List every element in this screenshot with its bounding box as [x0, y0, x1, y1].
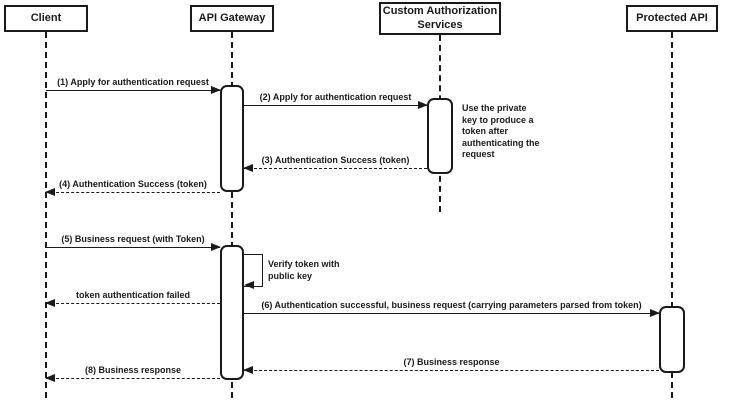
activation-custom-authorization-services — [427, 98, 453, 174]
message-3-line — [244, 168, 427, 169]
participant-protected-api: Protected API — [626, 5, 718, 32]
activation-api-gateway-auth — [220, 85, 244, 192]
message-2-line — [244, 105, 427, 106]
note-private-key-token: Use the private key to produce a token a… — [462, 103, 540, 159]
arrowhead-left-icon — [244, 281, 254, 289]
arrowhead-left-icon — [243, 366, 253, 374]
participant-client: Client — [4, 5, 88, 32]
message-8-line — [46, 378, 220, 379]
arrowhead-left-icon — [45, 374, 55, 382]
arrowhead-right-icon — [211, 86, 221, 94]
message-5-line — [46, 247, 220, 248]
arrowhead-left-icon — [45, 188, 55, 196]
arrowhead-right-icon — [650, 309, 660, 317]
participant-api-gateway: API Gateway — [190, 5, 274, 32]
message-3-label: (3) Authentication Success (token) — [261, 155, 410, 165]
lifeline-protected-api — [671, 32, 673, 398]
message-7-label: (7) Business response — [403, 357, 500, 367]
lifeline-client — [45, 32, 47, 398]
arrowhead-left-icon — [243, 164, 253, 172]
arrowhead-right-icon — [418, 101, 428, 109]
activation-protected-api — [659, 306, 685, 373]
message-8-label: (8) Business response — [84, 365, 182, 375]
message-failed-label: token authentication failed — [75, 290, 191, 300]
participant-custom-authorization-services: Custom Authorization Services — [379, 2, 501, 35]
message-failed-line — [46, 303, 220, 304]
message-7-line — [244, 370, 659, 371]
message-1-label: (1) Apply for authentication request — [57, 77, 209, 87]
message-4-line — [46, 192, 220, 193]
lifeline-api-gateway — [231, 32, 233, 398]
message-5-label: (5) Business request (with Token) — [61, 234, 205, 244]
arrowhead-right-icon — [211, 243, 221, 251]
activation-api-gateway-business — [220, 245, 244, 380]
message-2-label: (2) Apply for authentication request — [259, 92, 412, 102]
arrowhead-left-icon — [45, 299, 55, 307]
message-self-label: Verify token with public key — [268, 259, 340, 281]
message-6-label: (6) Authentication successful, business … — [261, 300, 642, 310]
message-4-label: (4) Authentication Success (token) — [59, 179, 207, 189]
message-6-line — [244, 313, 659, 314]
message-1-line — [46, 90, 220, 91]
